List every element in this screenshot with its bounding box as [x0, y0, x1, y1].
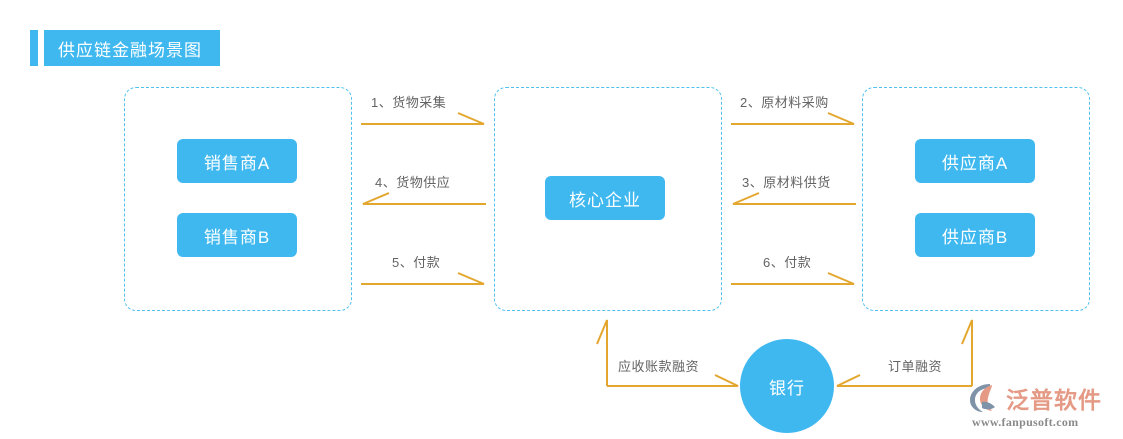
- flow-label-2: 2、原材料采购: [740, 95, 829, 110]
- brand-url: www.fanpusoft.com: [972, 415, 1079, 429]
- suppliers-group-container: [862, 87, 1090, 311]
- flow-label-5: 5、付款: [392, 255, 441, 270]
- brand-logo-row: 泛普软件: [968, 382, 1118, 414]
- flow-label-accounts-receivable: 应收账款融资: [618, 359, 700, 374]
- flow-label-4: 4、货物供应: [375, 175, 451, 190]
- brand-name: 泛普软件: [1006, 387, 1102, 413]
- arrow-flow-6: [731, 272, 855, 285]
- page-title-label: 供应链金融场景图: [44, 30, 220, 66]
- page-title: 供应链金融场景图: [30, 30, 220, 66]
- title-gap: [38, 30, 44, 66]
- node-seller-b[interactable]: 销售商B: [177, 213, 297, 257]
- arrow-accounts-receivable: [596, 319, 739, 387]
- flow-label-3: 3、原材料供货: [742, 175, 831, 190]
- arrow-flow-4: [362, 192, 486, 205]
- title-accent-bar: [30, 30, 38, 66]
- flow-label-order-financing: 订单融资: [888, 359, 943, 374]
- flow-label-6: 6、付款: [763, 255, 812, 270]
- node-core-enterprise[interactable]: 核心企业: [545, 176, 665, 220]
- arrow-flow-5: [361, 272, 485, 285]
- node-seller-a[interactable]: 销售商A: [177, 139, 297, 183]
- brand-logo: 泛普软件 www.fanpusoft.com: [968, 382, 1118, 434]
- arrow-flow-3: [732, 192, 856, 205]
- flow-label-1: 1、货物采集: [371, 95, 447, 110]
- sellers-group-container: [124, 87, 352, 311]
- node-bank[interactable]: 银行: [740, 339, 834, 433]
- arrow-flow-1: [361, 112, 485, 125]
- fanpu-logo-icon: [970, 384, 995, 412]
- arrow-flow-2: [731, 112, 855, 125]
- node-supplier-b[interactable]: 供应商B: [915, 213, 1035, 257]
- arrow-order-financing: [836, 319, 973, 387]
- node-supplier-a[interactable]: 供应商A: [915, 139, 1035, 183]
